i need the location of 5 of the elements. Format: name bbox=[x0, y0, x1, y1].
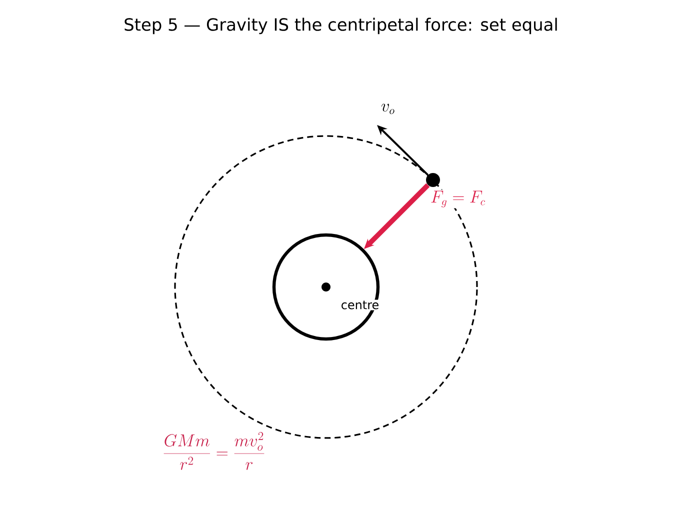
satellite-dot bbox=[426, 172, 440, 187]
edge-label: $v_o$ bbox=[380, 103, 396, 115]
edge-label: $F_g = F_c$ bbox=[429, 190, 487, 208]
equation: $\frac{GMm}{r^2} = \frac{mv_o^2}{r}$ bbox=[164, 432, 264, 470]
title: Step 5 — Gravity IS the centripetal force: set equal bbox=[124, 18, 557, 34]
